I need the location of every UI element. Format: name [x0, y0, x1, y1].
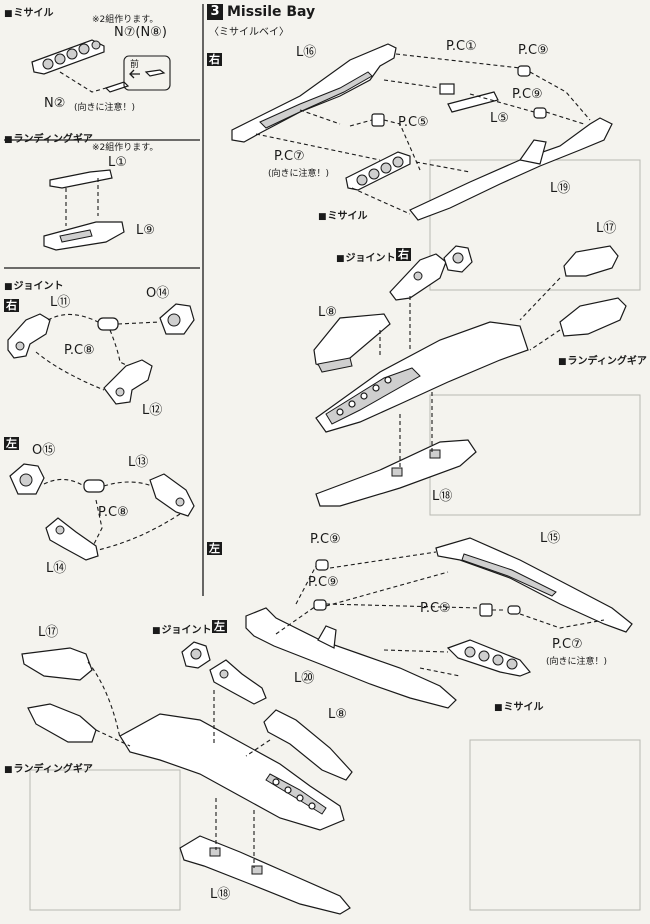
label-right-l19: L⑲ [550, 181, 571, 196]
label-l13: L⑬ [128, 455, 149, 470]
label-n2: N② [44, 96, 66, 111]
right-pc9-drawing [517, 65, 547, 119]
left-missile-label: ミサイル [494, 698, 544, 713]
joint-header: ジョイント [4, 277, 64, 292]
left-joint-label: ジョイント [152, 621, 212, 636]
right-l19-drawing [409, 117, 613, 221]
right-bay-body-drawing [315, 321, 529, 433]
label-right-pc1: P.C① [446, 39, 477, 54]
right-l17-drawing [563, 245, 619, 277]
label-pc8-right: P.C⑧ [64, 343, 95, 358]
label-pc8-left: P.C⑧ [98, 505, 129, 520]
label-o14: O⑭ [146, 286, 170, 301]
label-l9: L⑨ [136, 223, 155, 238]
left-l18-drawing [179, 835, 351, 915]
joint-left-l13-drawing [149, 473, 195, 517]
right-joint-drawing [389, 245, 473, 301]
right-l8-drawing [313, 313, 391, 373]
label-l12: L⑫ [142, 403, 163, 418]
left-pc7-drawing [507, 605, 521, 615]
right-joint-side-badge: 右 [396, 248, 411, 261]
joint-right-badge: 右 [4, 299, 19, 312]
section-right-badge: 右 [207, 53, 222, 66]
label-left-l15: L⑮ [540, 531, 561, 546]
label-left-pc5: P.C⑤ [420, 601, 451, 616]
label-right-pc9-top: P.C⑨ [518, 43, 549, 58]
label-right-l17: L⑰ [596, 221, 617, 236]
label-l1: L① [108, 155, 127, 170]
label-l11: L⑪ [50, 295, 71, 310]
missile-note: ※2組作ります。 [92, 15, 159, 25]
section-left-badge: 左 [207, 542, 222, 555]
left-landing-gear-drawing [27, 703, 97, 743]
right-l18-drawing [315, 439, 477, 507]
section-title: Missile Bay [227, 4, 316, 20]
label-left-l18: L⑱ [210, 887, 231, 902]
left-l17-drawing [21, 647, 93, 681]
right-missile-label: ミサイル [318, 207, 368, 222]
label-left-l17: L⑰ [38, 625, 59, 640]
left-bay-body-drawing [119, 713, 345, 831]
left-joint-drawing [181, 641, 267, 705]
right-pc7-orientation-note: (向きに注意！) [268, 169, 330, 179]
left-pc9-drawing [313, 559, 329, 611]
right-landing-gear-drawing [559, 297, 627, 337]
joint-left-l14-drawing [45, 517, 99, 561]
label-n7-n8: N⑦(N⑧) [114, 25, 167, 40]
joint-right-pc8-drawing [97, 317, 119, 331]
left-pc5-drawing [479, 603, 493, 617]
label-right-l16: L⑯ [296, 45, 317, 60]
left-pc7-orientation-note: (向きに注意！) [546, 657, 608, 667]
label-left-pc7: P.C⑦ [552, 637, 583, 652]
left-l15-drawing [435, 537, 633, 633]
left-missile-drawing [446, 639, 531, 677]
front-label: 前 [130, 60, 140, 70]
left-landing-gear-label: ランディングギア [4, 760, 93, 775]
label-o15: O⑮ [32, 443, 56, 458]
right-pc1-drawing [439, 83, 455, 95]
joint-left-pc8-drawing [83, 479, 105, 493]
label-l14: L⑭ [46, 561, 67, 576]
n2-orientation-note: (向きに注意！) [74, 103, 136, 113]
landing-gear-l9-drawing [43, 221, 125, 251]
label-left-l8: L⑧ [328, 707, 347, 722]
landing-gear-l1-drawing [49, 169, 113, 189]
label-right-l8: L⑧ [318, 305, 337, 320]
label-right-pc5: P.C⑤ [398, 115, 429, 130]
joint-right-l11-drawing [7, 313, 51, 359]
right-l16-drawing [231, 43, 397, 143]
left-l20-drawing [245, 607, 457, 709]
right-joint-label: ジョイント [336, 249, 396, 264]
label-right-l5: L⑤ [490, 111, 509, 126]
landing-gear-note: ※2組作ります。 [92, 143, 159, 153]
joint-right-o14-drawing [159, 303, 195, 335]
joint-right-l12-drawing [103, 359, 153, 405]
label-left-pc9-mid: P.C⑨ [308, 575, 339, 590]
left-joint-side-badge: 左 [212, 620, 227, 633]
left-l8-drawing [263, 709, 353, 781]
right-pc5-drawing [371, 113, 385, 127]
label-left-pc9-top: P.C⑨ [310, 532, 341, 547]
joint-left-badge: 左 [4, 437, 19, 450]
missile-header: ミサイル [4, 4, 54, 19]
label-right-l18: L⑱ [432, 489, 453, 504]
landing-gear-header: ランディングギア [4, 130, 93, 145]
section-subtitle: 〈ミサイルベイ〉 [209, 27, 289, 38]
right-missile-drawing [345, 151, 411, 191]
missile-cluster-drawing [31, 39, 105, 75]
label-right-pc7: P.C⑦ [274, 149, 305, 164]
label-left-l20: L⑳ [294, 671, 315, 686]
missile-n2-drawing [104, 81, 130, 93]
right-landing-gear-label: ランディングギア [558, 352, 647, 367]
joint-left-o15-drawing [9, 463, 45, 495]
section-number: 3 [207, 4, 223, 20]
label-right-pc9-mid: P.C⑨ [512, 87, 543, 102]
front-direction-box [123, 55, 171, 91]
